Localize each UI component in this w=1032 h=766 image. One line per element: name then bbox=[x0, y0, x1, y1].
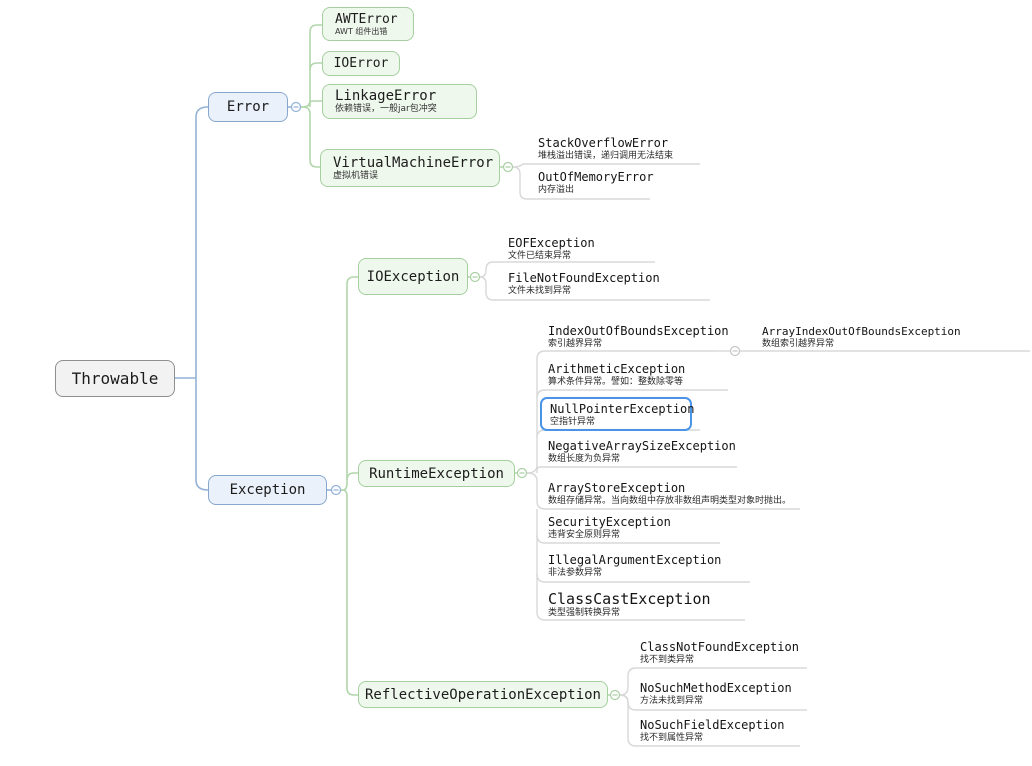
node-title: LinkageError bbox=[335, 88, 437, 104]
node-title: IllegalArgumentException bbox=[548, 553, 722, 567]
node-subtitle: 数组长度为负异常 bbox=[548, 454, 621, 464]
node-arithmeticexception[interactable]: ArithmeticException 算术条件异常。譬如：整数除零等 bbox=[548, 362, 686, 388]
wire-nsf bbox=[619, 694, 800, 747]
wire-oom bbox=[512, 166, 650, 200]
node-title: ClassCastException bbox=[548, 590, 711, 608]
collapse-button-exception[interactable] bbox=[330, 484, 342, 496]
node-subtitle: 非法参数异常 bbox=[548, 568, 603, 578]
collapse-button-vme[interactable] bbox=[502, 161, 514, 173]
node-title: StackOverflowError bbox=[538, 136, 669, 150]
collapse-button-runtime[interactable] bbox=[516, 467, 528, 479]
node-title: FileNotFoundException bbox=[508, 271, 660, 285]
node-title: VirtualMachineError bbox=[333, 154, 494, 171]
node-securityexception[interactable]: SecurityException 违背安全原则异常 bbox=[548, 515, 671, 541]
node-classcastexception[interactable]: ClassCastException 类型强制转换异常 bbox=[548, 591, 711, 618]
connector-exception-reflective bbox=[341, 489, 358, 696]
node-title: EOFException bbox=[508, 236, 595, 250]
node-subtitle: 方法未找到异常 bbox=[640, 696, 704, 706]
node-eofexception[interactable]: EOFException 文件已结束异常 bbox=[508, 236, 595, 262]
node-stackoverflowerror[interactable]: StackOverflowError 堆栈溢出错误，递归调用无法结束 bbox=[538, 136, 674, 162]
node-illegalargumentexception[interactable]: IllegalArgumentException 非法参数异常 bbox=[548, 553, 722, 579]
wire-arrstore bbox=[526, 472, 800, 510]
node-indexoutofboundsexception[interactable]: IndexOutOfBoundsException 索引越界异常 bbox=[548, 324, 729, 350]
wire-cnf bbox=[619, 667, 807, 696]
connector-exception-ioexception bbox=[341, 276, 358, 491]
node-title: Throwable bbox=[71, 368, 159, 388]
node-title: ArrayStoreException bbox=[548, 481, 686, 495]
wire-fnf bbox=[479, 276, 710, 301]
wire-arith bbox=[536, 389, 728, 399]
node-virtualmachineerror[interactable]: VirtualMachineError 虚拟机错误 bbox=[320, 149, 500, 187]
connector-error-ioerror bbox=[309, 62, 322, 71]
node-negativearraysizeexception[interactable]: NegativeArraySizeException 数组长度为负异常 bbox=[548, 439, 736, 465]
node-exception[interactable]: Exception bbox=[208, 475, 327, 505]
wire-sof bbox=[512, 163, 700, 168]
node-subtitle: 数组存储异常。当向数组中存放非数组声明类型对象时抛出。 bbox=[548, 496, 792, 506]
node-subtitle: 找不到属性异常 bbox=[640, 733, 704, 743]
node-title: Error bbox=[226, 99, 270, 115]
node-title: NoSuchFieldException bbox=[640, 718, 785, 732]
connector-exception-runtime bbox=[346, 472, 358, 481]
node-subtitle: 依赖错误，一般jar包冲突 bbox=[335, 104, 437, 114]
collapse-button-reflective[interactable] bbox=[609, 689, 621, 701]
node-subtitle: 文件已结束异常 bbox=[508, 251, 572, 261]
node-title: NullPointerException bbox=[550, 402, 695, 416]
node-title: ReflectiveOperationException bbox=[364, 686, 601, 703]
node-outofmemoryerror[interactable]: OutOfMemoryError 内存溢出 bbox=[538, 170, 654, 196]
node-arrayindexoutofboundsexception[interactable]: ArrayIndexOutOfBoundsException 数组索引越界异常 bbox=[762, 325, 961, 350]
node-runtimeexception[interactable]: RuntimeException bbox=[358, 460, 515, 487]
node-subtitle: 算术条件异常。譬如：整数除零等 bbox=[548, 377, 684, 387]
wire-npe bbox=[536, 429, 700, 439]
node-nosuchmethodexception[interactable]: NoSuchMethodException 方法未找到异常 bbox=[640, 681, 792, 707]
node-subtitle: AWT 组件出错 bbox=[335, 26, 388, 36]
node-title: SecurityException bbox=[548, 515, 671, 529]
node-subtitle: 违背安全原则异常 bbox=[548, 530, 621, 540]
node-title: IOError bbox=[333, 56, 389, 71]
node-awterror[interactable]: AWTError AWT 组件出错 bbox=[322, 7, 414, 41]
node-title: OutOfMemoryError bbox=[538, 170, 654, 184]
node-title: IOException bbox=[366, 268, 460, 285]
wire-eof bbox=[479, 261, 655, 278]
collapse-button-index[interactable] bbox=[729, 345, 741, 357]
node-subtitle: 文件未找到异常 bbox=[508, 286, 572, 296]
wire-classcast bbox=[536, 509, 745, 621]
node-subtitle: 索引越界异常 bbox=[548, 339, 603, 349]
node-title: IndexOutOfBoundsException bbox=[548, 324, 729, 338]
connector-root-children bbox=[195, 106, 209, 491]
connector-error-linkage bbox=[309, 100, 322, 107]
node-ioerror[interactable]: IOError bbox=[322, 51, 400, 76]
node-title: RuntimeException bbox=[369, 465, 504, 482]
collapse-button-ioexception[interactable] bbox=[469, 271, 481, 283]
node-subtitle: 内存溢出 bbox=[538, 185, 575, 195]
node-filenotfoundexception[interactable]: FileNotFoundException 文件未找到异常 bbox=[508, 271, 660, 297]
node-subtitle: 找不到类异常 bbox=[640, 655, 695, 665]
wire-negarr bbox=[536, 466, 737, 473]
node-subtitle: 类型强制转换异常 bbox=[548, 608, 621, 618]
collapse-button-error[interactable] bbox=[290, 101, 302, 113]
node-classnotfoundexception[interactable]: ClassNotFoundException 找不到类异常 bbox=[640, 640, 799, 666]
node-title: AWTError bbox=[335, 11, 398, 27]
node-nullpointerexception[interactable]: NullPointerException 空指针异常 bbox=[540, 397, 695, 431]
node-subtitle: 虚拟机错误 bbox=[333, 170, 379, 181]
node-reflectiveoperationexception[interactable]: ReflectiveOperationException bbox=[358, 681, 608, 708]
node-throwable[interactable]: Throwable bbox=[55, 360, 175, 397]
node-subtitle: 堆栈溢出错误，递归调用无法结束 bbox=[538, 151, 674, 161]
node-title: NegativeArraySizeException bbox=[548, 439, 736, 453]
node-subtitle: 数组索引越界异常 bbox=[762, 339, 835, 349]
node-title: ArrayIndexOutOfBoundsException bbox=[762, 325, 961, 338]
node-ioexception[interactable]: IOException bbox=[358, 258, 468, 295]
node-error[interactable]: Error bbox=[208, 92, 288, 122]
node-title: Exception bbox=[229, 482, 306, 498]
node-title: NoSuchMethodException bbox=[640, 681, 792, 695]
wire-index bbox=[526, 350, 716, 474]
node-title: ClassNotFoundException bbox=[640, 640, 799, 654]
connector-error-vme bbox=[301, 106, 320, 168]
node-subtitle: 空指针异常 bbox=[550, 417, 596, 427]
node-linkageerror[interactable]: LinkageError 依赖错误，一般jar包冲突 bbox=[322, 84, 477, 119]
node-title: ArithmeticException bbox=[548, 362, 686, 376]
node-arraystoreexception[interactable]: ArrayStoreException 数组存储异常。当向数组中存放非数组声明类… bbox=[548, 481, 792, 507]
node-nosuchfieldexception[interactable]: NoSuchFieldException 找不到属性异常 bbox=[640, 718, 785, 744]
